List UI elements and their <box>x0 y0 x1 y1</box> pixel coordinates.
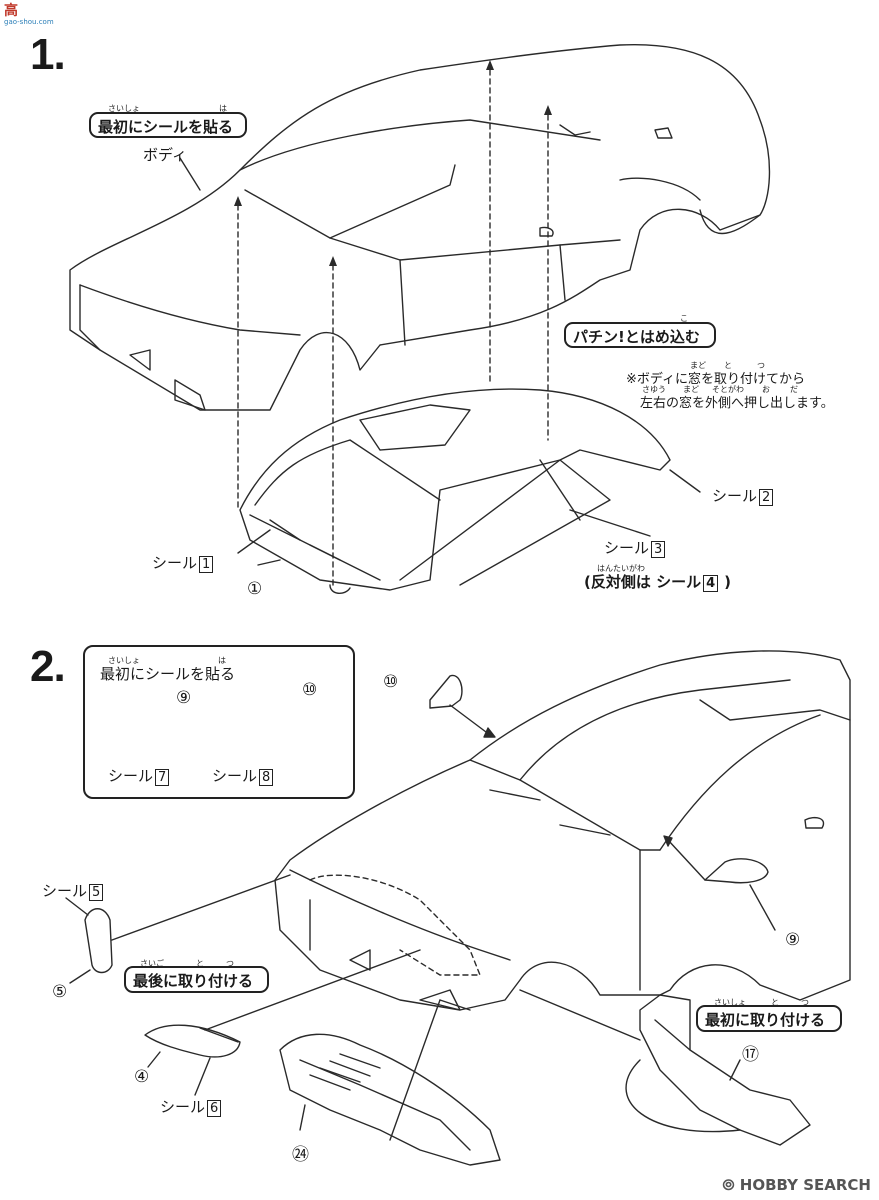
seal-5-text: シール <box>42 882 88 900</box>
ruby-to-1: と <box>724 361 732 370</box>
mirror-seal-inset <box>83 645 355 799</box>
callout-last-attach: 最後に取り付ける <box>124 966 269 993</box>
watermark-sub-text: gao-shou.com <box>4 18 54 26</box>
part-24-number: ㉔ <box>292 1145 309 1165</box>
inset-part-10: ⑩ <box>302 680 318 700</box>
ruby-mado-1: まど <box>690 361 706 370</box>
seal-7-number: 7 <box>155 769 170 786</box>
part-5-number: ⑤ <box>52 982 68 1002</box>
ruby-tsu-3: つ <box>801 998 809 1007</box>
step-1-number: 1. <box>30 30 66 79</box>
ruby-hantaigawa: はんたいがわ <box>597 564 645 573</box>
arrowheads-step1 <box>234 60 552 266</box>
inset-title: 最初にシールを貼る <box>100 665 236 683</box>
hobby-search-watermark: ⦾ HOBBY SEARCH <box>723 1176 871 1194</box>
hobby-search-logo-icon: ⦾ <box>722 1176 735 1194</box>
glass-part-step1 <box>239 388 671 594</box>
ruby-tsu-2: つ <box>226 959 234 968</box>
seal-6-text: シール <box>160 1098 206 1116</box>
ruby-saisho-2: さいしょ <box>714 998 746 1007</box>
ruby-saisho: さいしょ <box>108 104 140 113</box>
seal-1-text: シール <box>152 554 198 572</box>
seal-8-text: シール <box>212 767 258 785</box>
body-label: ボディ <box>143 146 187 164</box>
part-17-number: ⑰ <box>742 1045 759 1065</box>
seal-4-prefix: (反対側は シール <box>584 573 702 591</box>
ruby-da: だ <box>790 385 798 394</box>
callout-first-attach: 最初に取り付ける <box>696 1005 842 1032</box>
inset-part-9: ⑨ <box>176 688 192 708</box>
note-line-2: 左右の窓を外側へ押し出します。 <box>640 396 834 411</box>
seal-2-text: シール <box>712 487 758 505</box>
seal-2-number: 2 <box>759 489 774 506</box>
seal-4-number: 4 <box>703 575 719 592</box>
seal-4-suffix: ) <box>724 573 731 591</box>
car-front-step2 <box>274 650 851 1011</box>
seal-6-number: 6 <box>207 1100 222 1117</box>
part-4-number: ④ <box>134 1067 150 1087</box>
alignment-lines-step1 <box>237 69 549 586</box>
seal-7-text: シール <box>108 767 154 785</box>
hobby-search-text: HOBBY SEARCH <box>739 1176 871 1194</box>
callout-first-seal: 最初にシールを貼る <box>89 112 247 138</box>
ruby-ko: こ <box>680 314 688 323</box>
site-watermark-logo: 高 gao-shou.com <box>4 4 54 26</box>
note-line-1: ※ボディに窓を取り付けてから <box>626 372 805 387</box>
seal-5-number: 5 <box>89 884 104 901</box>
part-10-main: ⑩ <box>383 672 399 692</box>
ruby-to-2: と <box>196 959 204 968</box>
part-9-main: ⑨ <box>785 930 801 950</box>
seal-3-number: 3 <box>651 541 666 558</box>
ruby-tsu-1: つ <box>757 361 765 370</box>
inset-ruby-ha: は <box>218 656 226 665</box>
callout-snap-in: パチン!とはめ込む <box>564 322 716 348</box>
seal-8-number: 8 <box>259 769 274 786</box>
part-1-number: ① <box>247 579 263 599</box>
step-2-number: 2. <box>30 642 66 691</box>
ruby-mado-2: まど <box>683 385 699 394</box>
inset-ruby-saisho: さいしょ <box>108 656 140 665</box>
car-body-step1 <box>69 43 771 411</box>
ruby-sotogawa: そとがわ <box>712 385 744 394</box>
ruby-o: お <box>762 385 770 394</box>
watermark-logo-text: 高 <box>4 3 18 19</box>
seal-1-number: 1 <box>199 556 214 573</box>
seal-3-text: シール <box>604 539 650 557</box>
ruby-to-3: と <box>771 998 779 1007</box>
ruby-sayuu: さゆう <box>642 385 666 394</box>
ruby-saigo: さいご <box>140 959 164 968</box>
ruby-ha: は <box>219 104 227 113</box>
